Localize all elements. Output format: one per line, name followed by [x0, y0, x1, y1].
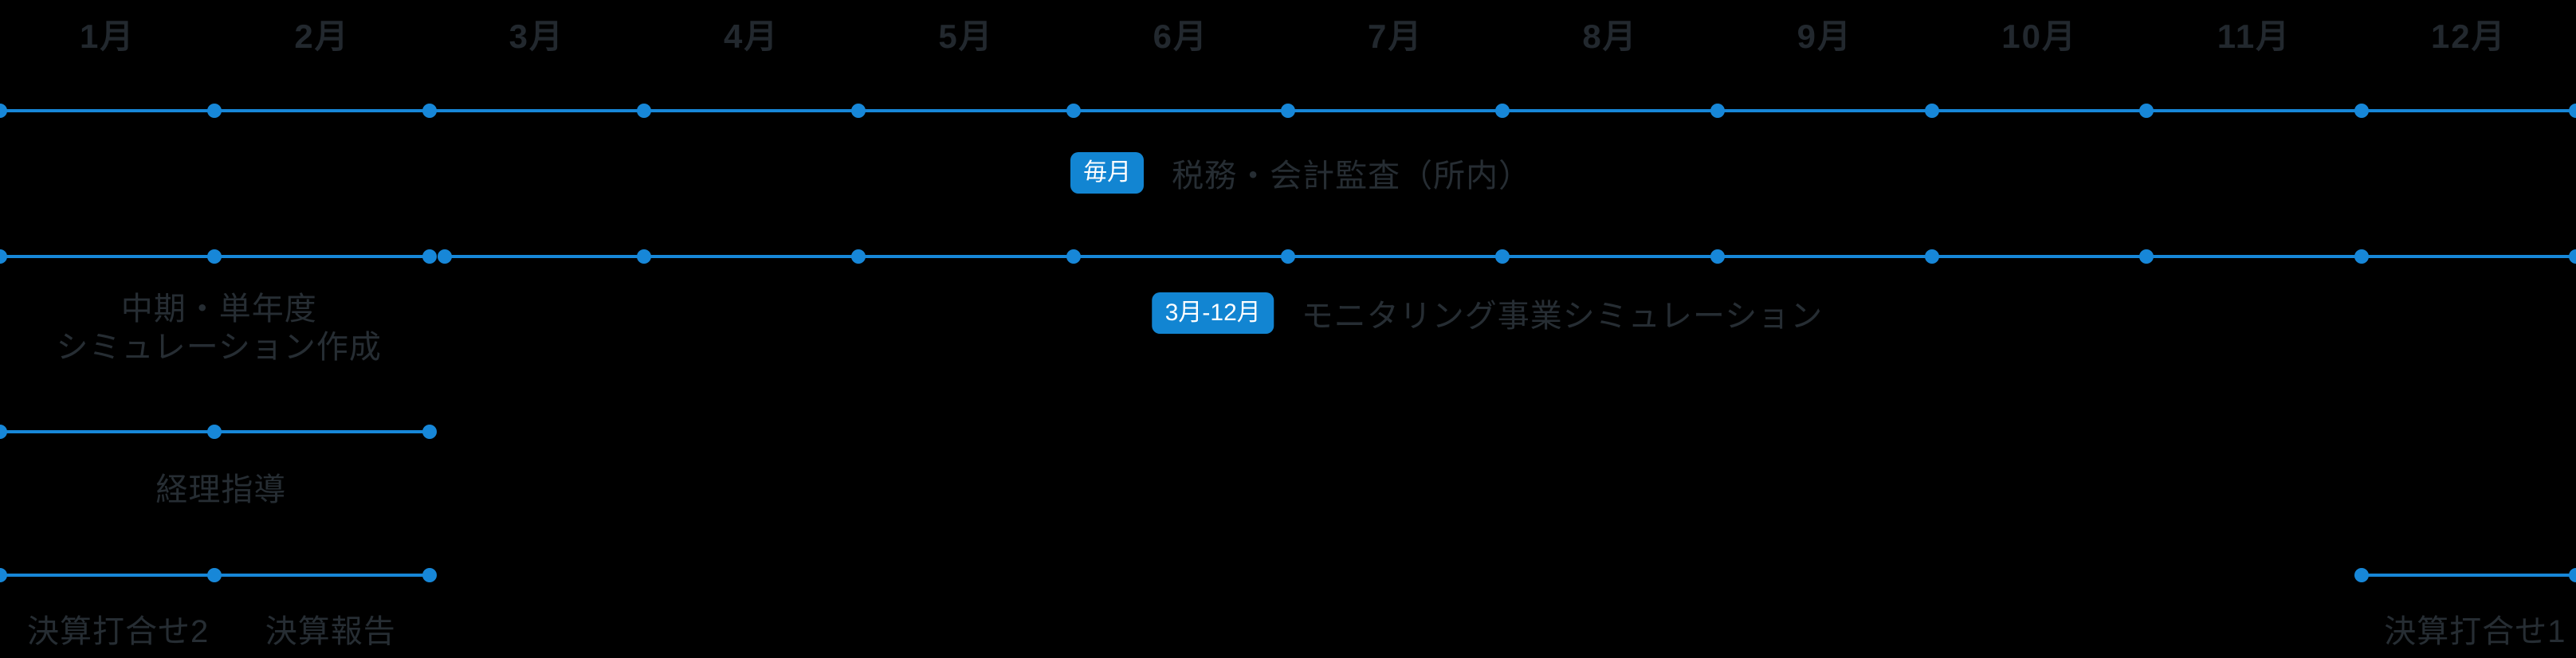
- month-label: 8月: [1582, 18, 1638, 55]
- milestone-dot: [422, 104, 437, 118]
- timeline-segment: [444, 255, 2576, 258]
- month-label: 3月: [509, 18, 564, 55]
- milestone-dot: [0, 425, 7, 439]
- task-label-group: 3月-12月モニタリング事業シミュレーション: [1152, 292, 1824, 335]
- milestone-dot: [637, 104, 651, 118]
- milestone-dot: [2139, 249, 2154, 264]
- milestone-dot: [2569, 249, 2576, 264]
- milestone-dot: [207, 104, 222, 118]
- task-label-group: 毎月税務・会計監査（所内）: [1070, 151, 1531, 194]
- task-label: 決算打合せ2: [27, 614, 210, 649]
- milestone-dot: [1066, 104, 1081, 118]
- month-label: 7月: [1367, 18, 1423, 55]
- milestone-dot: [207, 568, 222, 582]
- milestone-dot: [0, 104, 7, 118]
- milestone-dot: [637, 249, 651, 264]
- task-label: 税務・会計監査（所内）: [1172, 159, 1532, 194]
- task-label: モニタリング事業シミュレーション: [1301, 299, 1824, 334]
- milestone-dot: [851, 249, 866, 264]
- milestone-dot: [1281, 249, 1295, 264]
- milestone-dot: [437, 249, 452, 264]
- milestone-dot: [207, 249, 222, 264]
- month-label: 10月: [2001, 18, 2078, 55]
- milestone-dot: [2139, 104, 2154, 118]
- milestone-dot: [422, 568, 437, 582]
- milestone-dot: [1066, 249, 1081, 264]
- date-badge: 3月-12月: [1152, 292, 1274, 334]
- milestone-dot: [851, 104, 866, 118]
- milestone-dot: [2569, 104, 2576, 118]
- milestone-dot: [0, 249, 7, 264]
- month-label: 12月: [2430, 18, 2507, 55]
- task-label-line: シミュレーション作成: [56, 330, 382, 365]
- milestone-dot: [1281, 104, 1295, 118]
- milestone-dot: [1710, 249, 1725, 264]
- timeline-segment: [2361, 574, 2576, 577]
- month-label: 5月: [938, 18, 994, 55]
- task-label: 中期・単年度シミュレーション作成: [57, 290, 382, 366]
- task-label: 決算打合せ1: [2384, 614, 2566, 649]
- milestone-dot: [2569, 568, 2576, 582]
- milestone-dot: [1495, 104, 1510, 118]
- month-label: 6月: [1153, 18, 1208, 55]
- date-badge: 毎月: [1070, 152, 1145, 194]
- milestone-dot: [1495, 249, 1510, 264]
- milestone-dot: [0, 568, 7, 582]
- milestone-dot: [1710, 104, 1725, 118]
- month-label: 11月: [2217, 18, 2291, 55]
- month-label: 9月: [1797, 18, 1852, 55]
- milestone-dot: [1925, 104, 1939, 118]
- milestone-dot: [2354, 249, 2369, 264]
- task-label-line: 中期・単年度: [120, 292, 317, 327]
- month-label: 4月: [723, 18, 779, 55]
- task-label: 経理指導: [155, 472, 287, 507]
- milestone-dot: [1925, 249, 1939, 264]
- month-label: 2月: [294, 18, 350, 55]
- task-label: 決算報告: [265, 614, 396, 649]
- milestone-dot: [207, 425, 222, 439]
- milestone-dot: [2354, 104, 2369, 118]
- month-label: 1月: [79, 18, 135, 55]
- milestone-dot: [2354, 568, 2369, 582]
- milestone-dot: [422, 249, 437, 264]
- milestone-dot: [422, 425, 437, 439]
